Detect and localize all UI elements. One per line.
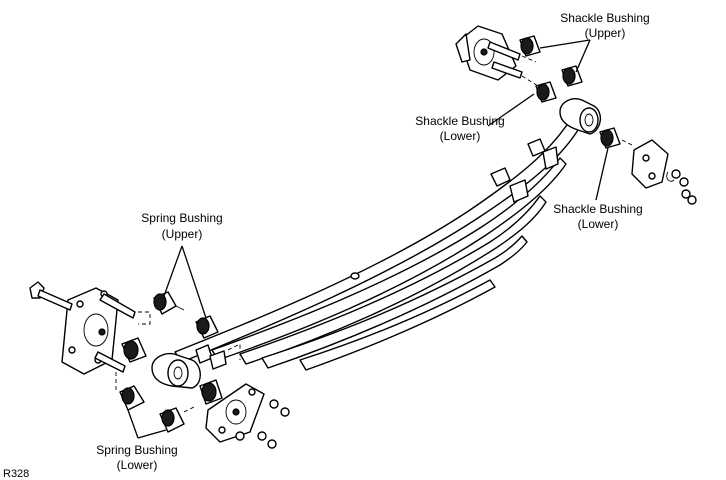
rebound-clip-2	[509, 179, 529, 203]
label-shackle-upper-line2: (Upper)	[585, 26, 626, 40]
front-lower-plate	[205, 383, 290, 449]
rebound-clip-6	[209, 350, 227, 370]
front-hanger-bracket	[61, 287, 136, 375]
spring-bushings	[119, 291, 223, 433]
label-shackle-upper-line1: Shackle Bushing	[560, 11, 649, 25]
rear-eye-bore	[579, 107, 599, 133]
label-spring-bushing-upper: Spring Bushing (Upper)	[141, 211, 222, 241]
spring-bushing-upper-inner	[195, 315, 219, 339]
figure-code: R328	[3, 468, 29, 480]
label-shackle-lower-right-line2: (Lower)	[578, 217, 619, 231]
label-shackle-lower-left-line2: (Lower)	[440, 129, 481, 143]
label-shackle-lower-left-line1: Shackle Bushing	[415, 114, 504, 128]
front-mounting-bolt	[29, 281, 73, 311]
spring-bushing-upper-outer	[153, 291, 185, 315]
label-shackle-bushing-lower-left: Shackle Bushing (Lower)	[415, 114, 504, 143]
front-eye-inner	[173, 366, 183, 380]
shackle-plate-outer	[621, 139, 697, 205]
leader-lines	[127, 39, 609, 439]
label-shackle-bushing-lower-right: Shackle Bushing (Lower)	[553, 202, 642, 231]
shackle-bushing-lower-left-part	[535, 81, 557, 103]
front-eye-bore	[167, 359, 189, 387]
rebound-clip-4	[542, 146, 559, 170]
rebound-clip-1	[490, 167, 511, 187]
label-spring-upper-line1: Spring Bushing	[141, 211, 222, 225]
label-spring-upper-line2: (Upper)	[162, 227, 203, 241]
shackle-bracket-upper	[455, 25, 539, 87]
front-assembly-lines	[115, 311, 241, 413]
label-spring-lower-line2: (Lower)	[117, 458, 158, 472]
shackle-bushing-lower-right-part	[599, 127, 621, 149]
spring-bushing-lower-inner	[159, 407, 185, 433]
fourth-leaf	[261, 235, 528, 369]
shackle-bushing-upper-parts	[519, 35, 583, 87]
leaf-spring	[151, 98, 601, 389]
label-spring-lower-line1: Spring Bushing	[96, 443, 177, 457]
label-spring-bushing-lower: Spring Bushing (Lower)	[96, 443, 177, 472]
spring-bushing-eye	[121, 337, 223, 405]
center-bolt	[350, 272, 360, 280]
spring-bushing-lower-outer	[119, 385, 145, 411]
label-shackle-lower-right-line1: Shackle Bushing	[553, 202, 642, 216]
third-leaf	[239, 195, 547, 365]
second-leaf	[211, 157, 567, 361]
rear-eye-inner	[584, 113, 594, 127]
bottom-leaf	[299, 279, 496, 371]
label-shackle-bushing-upper: Shackle Bushing (Upper)	[560, 11, 649, 40]
